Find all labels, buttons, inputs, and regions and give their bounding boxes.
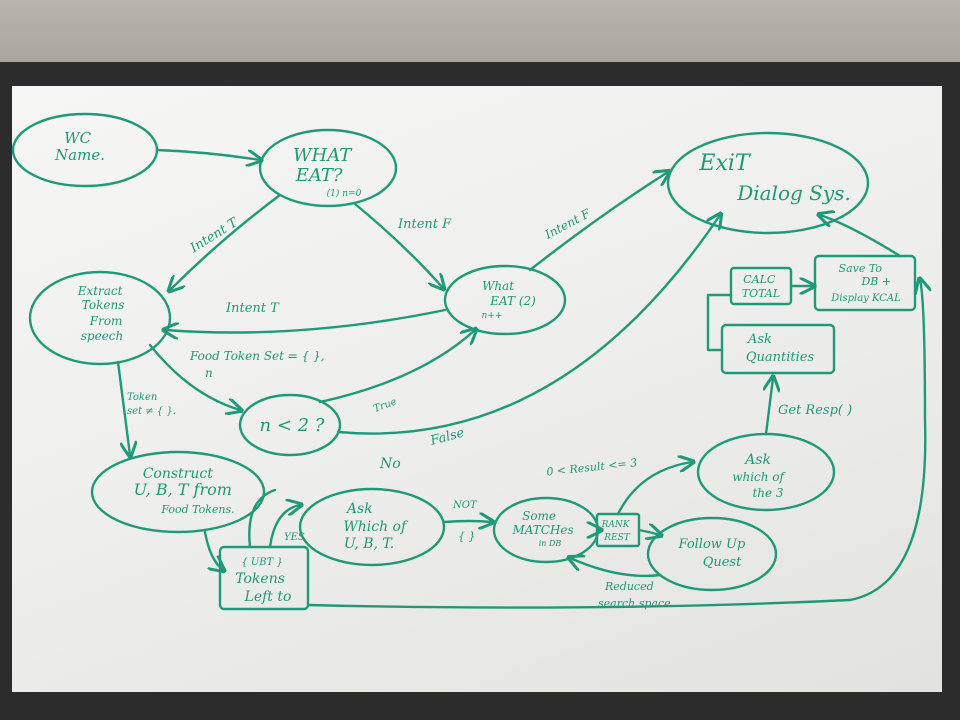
edge-whateat2-extract xyxy=(165,308,447,333)
node-ask-quantities-shape xyxy=(720,323,836,375)
edge-extract-nless2 xyxy=(148,343,240,410)
edge-rank-followup xyxy=(637,530,660,535)
label-ask-which: Ask Which of U, B, T. xyxy=(343,501,410,552)
edge-label-token: Token xyxy=(127,392,157,403)
edge-label-intent-f-2: Intent F xyxy=(542,206,593,242)
edge-extract-construct xyxy=(116,360,130,455)
edge-save-exit xyxy=(820,215,902,258)
label-some-matches: Some MATCHes in DB xyxy=(511,509,577,548)
edge-nless2-exit-false xyxy=(336,215,720,435)
edge-label-search-space: search space xyxy=(598,597,671,610)
edge-construct-tokens xyxy=(203,530,223,570)
label-extract: Extract Tokens From speech xyxy=(77,284,129,343)
label-ask-which3: Ask which of the 3 xyxy=(732,452,788,500)
edge-label-yes: YES xyxy=(284,532,305,543)
edge-askwhich-somematch xyxy=(442,521,492,522)
edge-tokens-askwhich-yes xyxy=(268,505,300,549)
edge-askwhich3-quantities xyxy=(766,378,773,436)
node-what-eat-1-shape xyxy=(258,128,398,208)
label-tokens-left: { UBT } Tokens Left to xyxy=(235,554,291,605)
label-ask-quantities: Ask Quantities xyxy=(746,332,815,365)
label-welcome: WC Name. xyxy=(54,129,105,164)
label-construct: Construct U, B, T from Food Tokens. xyxy=(134,466,237,516)
bracket-quantities-calc xyxy=(706,293,733,352)
edge-tokens-loop-back xyxy=(248,488,277,549)
edge-whateat2-exit xyxy=(528,172,668,272)
node-construct-shape xyxy=(90,450,266,534)
edge-label-reduced: Reduced xyxy=(604,580,654,593)
node-extract-shape xyxy=(28,270,172,366)
edge-label-intent-t-2: Intent T xyxy=(225,301,280,316)
edge-whateat-whateat2 xyxy=(353,202,443,288)
edge-label-set-not-empty: set ≠ { }. xyxy=(127,406,176,417)
edge-loop-tokens-exit xyxy=(306,280,925,609)
label-calc-total: CALC TOTAL xyxy=(742,273,780,300)
edge-welcome-whateat xyxy=(155,148,260,160)
node-what-eat-2-shape xyxy=(443,264,567,336)
edge-label-n: n xyxy=(205,366,213,380)
edge-label-no: No xyxy=(379,456,401,472)
edge-label-true: True xyxy=(372,396,398,415)
label-follow-up: Follow Up Quest xyxy=(678,537,750,570)
node-tokens-left-shape xyxy=(218,545,310,611)
edge-label-food-token-set: Food Token Set = { }, xyxy=(189,349,325,363)
edge-nless2-whateat2-true xyxy=(318,330,475,404)
edge-label-get-resp: Get Resp( ) xyxy=(778,403,852,418)
edge-whateat-extract xyxy=(170,193,282,290)
edge-label-empty: { } xyxy=(458,530,476,543)
edge-rank-askwhich3 xyxy=(616,462,692,516)
label-what-eat-2: What EAT (2) n++ xyxy=(482,279,540,321)
edge-followup-somematch-reduced xyxy=(570,558,662,578)
node-n-less-2-shape xyxy=(238,393,342,457)
label-save-db: Save To DB + Display KCAL xyxy=(830,262,901,304)
label-exit: ExiT Dialog Sys. xyxy=(698,151,850,205)
node-follow-up-shape xyxy=(646,516,778,592)
edge-label-result: 0 < Result <= 3 xyxy=(546,456,638,478)
edge-label-intent-f-1: Intent F xyxy=(397,217,452,232)
edge-label-intent-t-1: Intent T xyxy=(187,215,242,257)
edge-label-not: NOT xyxy=(452,500,478,511)
label-n-less-2: n < 2 ? xyxy=(260,415,325,436)
node-ask-which-shape xyxy=(298,487,446,567)
label-what-eat-1: WHAT EAT? (1) n=0 xyxy=(293,145,362,199)
label-rank-rest: RANK REST xyxy=(601,520,633,543)
whiteboard-surface xyxy=(12,86,942,692)
